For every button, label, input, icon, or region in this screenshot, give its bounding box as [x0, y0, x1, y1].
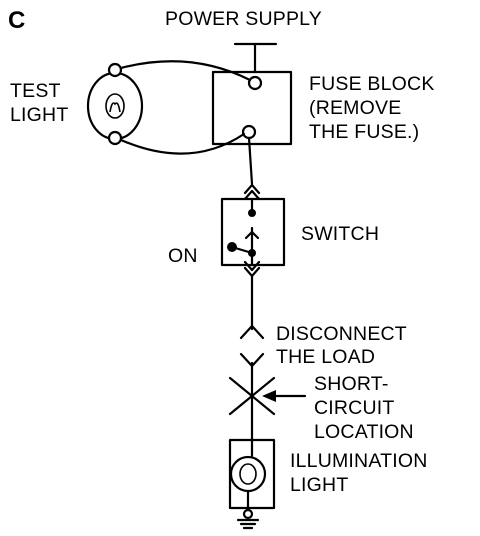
figure-label: C [8, 7, 26, 34]
short-circuit-label-line3: LOCATION [314, 421, 414, 443]
wire-fuse-to-switch [247, 136, 254, 186]
on-label: ON [168, 245, 198, 267]
ground-terminal [242, 508, 254, 520]
test-light-lead-top [119, 60, 252, 82]
short-circuit-marker-b [228, 376, 276, 416]
fuse-terminal-top [247, 75, 263, 91]
fuse-block-label-line1: FUSE BLOCK [309, 73, 435, 95]
test-light-body [86, 71, 144, 141]
switch-contact-top [248, 209, 256, 217]
fuse-block-label-line3: THE FUSE.) [309, 121, 419, 143]
illumination-filament-icon [239, 463, 257, 485]
fuse-block-label-line2: (REMOVE [309, 97, 401, 119]
connector-top-icon [243, 183, 261, 195]
test-light-label-line2: LIGHT [10, 104, 68, 126]
disconnect-label-line1: DISCONNECT [276, 323, 407, 345]
short-circuit-label-line1: SHORT- [314, 373, 389, 395]
connector-top-icon-2 [243, 189, 261, 201]
switch-arrow-icon [244, 230, 260, 240]
test-light-bulb-icon [105, 93, 125, 119]
test-light-terminal-top [107, 62, 123, 78]
switch-label: SWITCH [301, 223, 379, 245]
short-circuit-label-line2: CIRCUIT [314, 397, 394, 419]
disconnect-label-line2: THE LOAD [276, 346, 375, 368]
disconnect-upper-icon [239, 324, 265, 340]
fuse-terminal-bottom [241, 124, 257, 140]
power-supply-label: POWER SUPPLY [165, 8, 322, 30]
fuse-block [211, 70, 293, 146]
test-light-lead-bottom [119, 132, 246, 155]
test-light-label-line1: TEST [10, 80, 61, 102]
connector-mid-icon [243, 260, 261, 272]
illumination-light-bulb-icon [229, 455, 267, 493]
test-light-terminal-bottom [107, 130, 123, 146]
illumination-label-line1: ILLUMINATION [290, 450, 427, 472]
short-circuit-arrow-icon [262, 390, 276, 402]
test-light-filament [109, 102, 121, 113]
illumination-label-line2: LIGHT [290, 474, 348, 496]
